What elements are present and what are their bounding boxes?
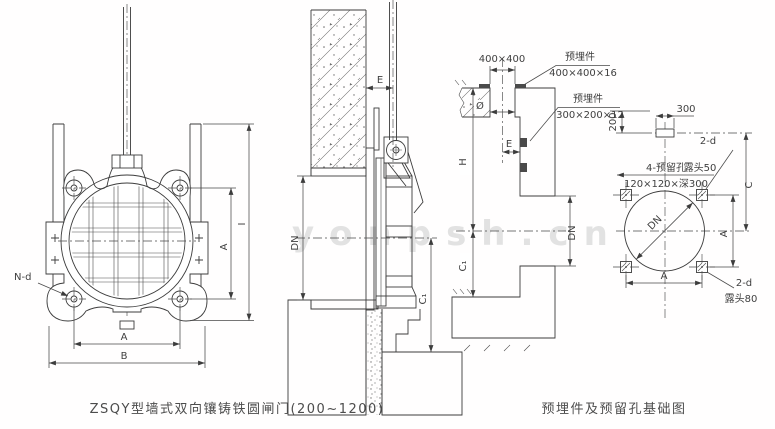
- dim-diameter: Ø: [474, 100, 516, 115]
- dim-a-horizontal: A: [73, 307, 181, 349]
- label-c: C: [744, 181, 755, 188]
- label-dim-c1: C₁: [418, 294, 429, 305]
- dim-300: 300: [655, 104, 696, 128]
- sill-steps: [381, 309, 421, 353]
- opening-lintel-liner: [310, 167, 367, 177]
- dim-i: I: [190, 123, 254, 321]
- embedded-plate-top-right: [515, 84, 526, 88]
- bottom-tab: [119, 320, 135, 330]
- dim-dn-section: DN: [290, 175, 311, 301]
- upper-guide: [373, 107, 380, 151]
- label-dim-a-h: A: [121, 332, 128, 343]
- label-dim-e: E: [377, 75, 383, 86]
- plate-front: [655, 128, 675, 138]
- label-holes-1: 4-预留孔: [646, 161, 686, 174]
- dim-a-vertical: A: [190, 187, 236, 300]
- lug-plus-marks: [51, 234, 203, 264]
- dim-a-vertical-front: A: [710, 194, 739, 268]
- label-e-foundation: E: [506, 139, 512, 150]
- label-dn-circle: DN: [646, 214, 665, 233]
- label-400x400: 400×400: [479, 54, 526, 65]
- label-dim-b: B: [121, 351, 128, 362]
- label-a-v-front: A: [719, 230, 730, 237]
- callout-anchor-top: 2-d 露头50: [684, 136, 734, 190]
- label-dn-foundation: DN: [567, 225, 578, 240]
- view-gate-front: N-d A B A I: [14, 4, 254, 368]
- label-dim-i: I: [237, 223, 248, 226]
- label-anchor-top-2: 露头50: [684, 162, 717, 174]
- dim-dn-foundation: DN: [555, 195, 578, 267]
- stem-nut-detail: [119, 155, 135, 168]
- label-anchor-top-1: 2-d: [700, 136, 716, 147]
- gusset: [387, 151, 424, 214]
- caption-gate: ZSQY型墙式双向镶铸铁圆闸门(200~1200): [90, 401, 385, 417]
- embedded-plate-top-left: [479, 84, 490, 88]
- gate-frame-body: [45, 156, 209, 322]
- reserved-holes: [613, 182, 715, 280]
- label-anchor-bot-1: 2-d: [736, 278, 752, 289]
- dim-n-d: N-d: [14, 272, 69, 297]
- label-dim-dn: DN: [290, 235, 301, 250]
- view-wall-section: E DN C₁: [287, 0, 463, 416]
- callout-embed-face: 预埋件 300×200×12: [529, 93, 624, 142]
- label-embed-top-title: 预埋件: [565, 51, 595, 63]
- dim-200: 200: [608, 110, 650, 134]
- seat-frame: [365, 147, 375, 311]
- opening-circle: [624, 190, 705, 272]
- dim-e-section: E: [365, 75, 394, 91]
- label-dim-a-v: A: [219, 243, 230, 250]
- label-300: 300: [676, 104, 695, 115]
- callout-embed-top: 预埋件 400×400×16: [521, 51, 617, 87]
- label-200: 200: [608, 112, 619, 131]
- label-embed-face-title: 预埋件: [573, 93, 603, 105]
- foundation-right: [381, 351, 463, 416]
- label-dim-h: H: [458, 158, 469, 166]
- label-a-h-front: A: [661, 271, 668, 282]
- label-dim-c1-foundation: C₁: [458, 261, 469, 272]
- callout-reserved-holes: 4-预留孔 120×120×深300: [616, 161, 714, 190]
- embedded-plate-face-2: [520, 163, 527, 172]
- label-holes-2: 120×120×深300: [624, 178, 708, 190]
- view-foundation-section: 400×400 预埋件 400×400×16 预埋件 300×200×12 Ø …: [451, 51, 624, 352]
- dim-a-horizontal-front: A: [625, 271, 703, 288]
- opening-sill-liner: [310, 299, 379, 310]
- dim-c1-section: C₁: [418, 237, 434, 353]
- watermark-text: yonpsh.cn: [292, 214, 623, 254]
- dim-400x400: 400×400: [479, 54, 526, 84]
- gate-rib-grid: [71, 185, 183, 297]
- dim-b: B: [48, 326, 206, 368]
- gate-section-assembly: [365, 107, 424, 311]
- dim-c: C: [743, 132, 755, 232]
- label-anchor-bot-2: 露头80: [725, 293, 758, 305]
- second-stage-grout: [366, 309, 382, 415]
- ground-break-ticks: [452, 79, 531, 352]
- stem-rod: [123, 7, 131, 156]
- wall-concrete: [311, 10, 366, 168]
- embedded-plate-face-1: [520, 138, 527, 147]
- dim-e-foundation: E: [502, 139, 521, 155]
- label-n-d: N-d: [14, 272, 31, 283]
- foundation-left: [287, 299, 367, 416]
- label-embed-face-size: 300×200×12: [556, 110, 624, 121]
- view-foundation-front: DN 300 200 2-d 露头50 4-预留孔 120×120×深300 C: [608, 104, 757, 318]
- dim-h-c1-chain: H C₁: [458, 87, 476, 298]
- bottom-seal-flange: [375, 295, 417, 309]
- label-embed-top-size: 400×400×16: [549, 68, 617, 79]
- label-diameter: Ø: [476, 100, 484, 112]
- caption-foundation: 预埋件及预留孔基础图: [541, 402, 686, 417]
- stem-nut: [111, 154, 143, 169]
- callout-anchor-bottom: 2-d 露头80: [706, 271, 758, 305]
- stem-rod-section: [389, 2, 397, 140]
